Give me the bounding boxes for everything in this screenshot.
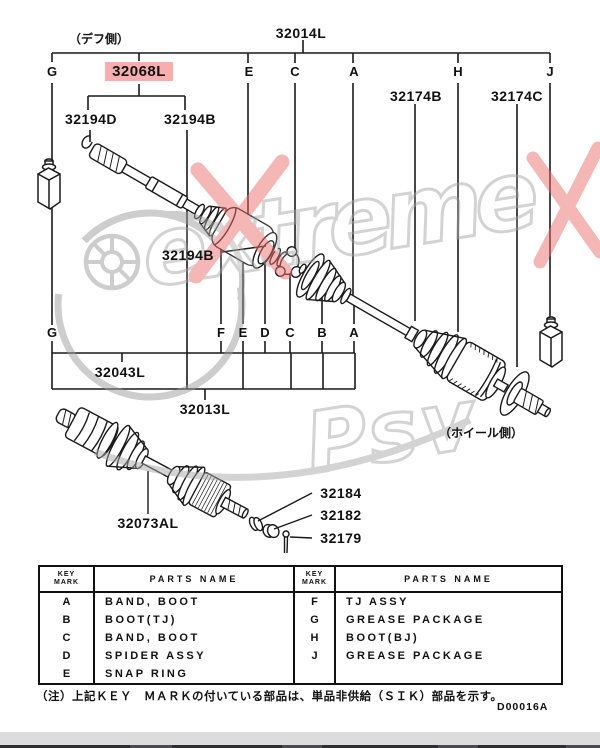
key-letter-bot-c: C	[285, 325, 295, 340]
footer-segment	[130, 745, 172, 748]
key-letter-top-h: H	[453, 64, 463, 79]
key-letter-top-e: E	[244, 64, 254, 79]
table-cell-mark: F	[295, 593, 336, 611]
key-mark-line2: MARK	[302, 579, 327, 586]
key-letter-top-g: G	[46, 64, 58, 79]
wheel-side-label: （ホイール側）	[438, 426, 524, 440]
table-cell-mark: D	[40, 647, 95, 665]
part-32184: 32184	[320, 485, 362, 501]
part-32073al: 32073AL	[117, 515, 179, 531]
table-cell-name: BOOT(TJ)	[95, 611, 295, 629]
footer-segment	[566, 745, 600, 748]
part-32068l-highlighted[interactable]: 32068L	[105, 62, 173, 81]
key-letter-bot-b: B	[317, 325, 327, 340]
table-cell-name: TJ ASSY	[346, 596, 409, 608]
table-cell-mark: G	[295, 611, 336, 629]
part-32179: 32179	[320, 530, 362, 546]
key-mark-table: KEY MARK PARTS NAME KEY MARK PARTS NAME …	[38, 565, 563, 685]
part-32194b-top: 32194B	[163, 111, 217, 127]
table-cell-name: SNAP RING	[95, 665, 295, 683]
table-cell-name: GREASE PACKAGE	[346, 650, 485, 662]
footnote: （注）上記ＫＥＹ ＭＡＲＫの付いている部品は、単品非供給（ＳＩＫ）部品を示す。	[36, 691, 503, 703]
table-cell-mark: H	[295, 629, 336, 647]
callout-bracket-lines	[51, 40, 551, 400]
watermark-red-x-right	[526, 141, 600, 269]
part-32174c: 32174C	[490, 88, 544, 104]
table-cell-mark: B	[40, 611, 95, 629]
part-32194d: 32194D	[64, 111, 118, 127]
table-cell-name	[336, 665, 561, 683]
joint-neck	[492, 378, 509, 393]
table-header-key-mark-right: KEY MARK	[295, 567, 336, 593]
split-pin-icon-32179	[282, 530, 290, 554]
table-cell-name: GREASE PACKAGE	[346, 614, 485, 626]
table-cell-mark: J	[295, 647, 336, 665]
shaft-sleeve	[145, 176, 188, 209]
key-mark-line2: MARK	[54, 579, 79, 586]
circlip-icon	[81, 135, 93, 149]
key-letter-bot-f: F	[217, 325, 225, 340]
part-32182: 32182	[320, 507, 362, 523]
bj-boot-icon	[413, 329, 468, 380]
document-code: D00016A	[497, 701, 549, 713]
table-cell-name: BOOT(BJ)	[346, 632, 420, 644]
part-32174b: 32174B	[389, 88, 443, 104]
key-mark-line1: KEY	[305, 571, 324, 578]
threaded-stub-lower-icon	[219, 496, 249, 519]
table-cell-name: BAND, BOOT	[95, 593, 295, 611]
end-hardware	[248, 516, 290, 554]
bj-joint-icon	[446, 341, 507, 401]
key-letter-bot-d: D	[260, 325, 270, 340]
splined-stub-icon	[88, 143, 128, 175]
table-cell-name: SPIDER ASSY	[95, 647, 295, 665]
wheel-side-stub-icon	[513, 388, 552, 418]
table-header-parts-name-right: PARTS NAME	[336, 567, 561, 593]
tj-boot-icon	[295, 253, 347, 303]
footer-gray-bar	[0, 732, 600, 745]
table-cell-mark: E	[40, 665, 95, 683]
part-32013l: 32013L	[179, 401, 231, 417]
part-32043l: 32043L	[94, 364, 146, 380]
footer-dark-bar	[0, 745, 600, 748]
nut-icon-32182	[262, 523, 280, 539]
diff-side-label: （デフ側）	[68, 32, 130, 46]
key-letter-top-j: J	[546, 64, 554, 79]
key-letter-bot-g: G	[46, 325, 58, 340]
key-letter-bot-a: A	[349, 325, 359, 340]
table-header-parts-name-left: PARTS NAME	[95, 567, 295, 593]
table-header-key-mark-left: KEY MARK	[40, 567, 95, 593]
footer-segment	[438, 745, 478, 748]
part-32014l: 32014L	[275, 25, 327, 41]
key-letter-top-a: A	[349, 64, 359, 79]
key-letter-top-c: C	[290, 64, 300, 79]
key-letter-bot-e: E	[238, 325, 248, 340]
grease-package-icon-left	[37, 158, 61, 210]
grease-package-icon-right	[539, 316, 563, 368]
boot-band-small	[403, 325, 420, 343]
key-mark-line1: KEY	[57, 571, 76, 578]
table-cell-mark	[295, 665, 336, 683]
table-cell-mark: A	[40, 593, 95, 611]
leader-lines	[147, 245, 313, 539]
watermark-swoosh	[93, 416, 472, 481]
table-cell-mark: C	[40, 629, 95, 647]
washer-icon-32184	[248, 516, 264, 532]
footer-segment	[282, 745, 322, 748]
watermark-red-x	[188, 154, 293, 284]
table-cell-name: BAND, BOOT	[95, 629, 295, 647]
part-32194b-mid: 32194B	[161, 247, 215, 263]
